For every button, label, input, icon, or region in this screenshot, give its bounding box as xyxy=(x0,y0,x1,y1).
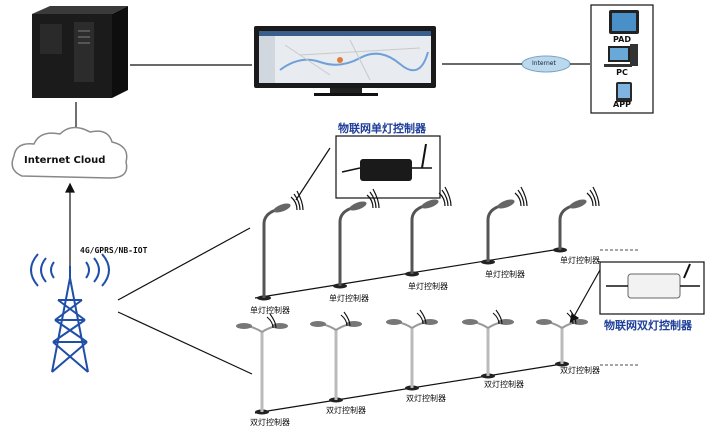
single-lamp-label: 单灯控制器 xyxy=(329,294,369,303)
single-lamp-icon xyxy=(333,188,380,289)
signal-waves-icon xyxy=(30,253,110,287)
dual-lamp-label: 双灯控制器 xyxy=(560,366,600,375)
single-lamp-icon xyxy=(257,190,304,301)
dual-lamp-icon xyxy=(310,311,362,403)
single-controller-box xyxy=(335,135,441,199)
single-lamp-icon xyxy=(481,186,528,265)
single-lamp-label: 单灯控制器 xyxy=(408,282,448,291)
dual-lamp-icon xyxy=(536,309,588,367)
server-icon xyxy=(32,6,128,98)
dual-lamp-label: 双灯控制器 xyxy=(406,394,446,403)
single-lamp-label: 单灯控制器 xyxy=(560,256,600,265)
internet-label: Internet xyxy=(532,60,556,67)
single-lamp-label: 单灯控制器 xyxy=(250,306,290,315)
dual-lamp-label: 双灯控制器 xyxy=(250,418,290,427)
internet-cloud xyxy=(11,126,128,179)
connection-lines xyxy=(65,63,640,414)
dual-lamp-icon xyxy=(386,309,438,391)
dual-lamp-icon xyxy=(462,309,514,379)
monitor-icon xyxy=(254,26,436,96)
device-pad-label: PAD xyxy=(613,35,631,44)
lamps-layer xyxy=(236,186,600,415)
cloud-label: Internet Cloud xyxy=(24,155,106,166)
single-lamp-icon xyxy=(405,186,452,277)
dual-controller-title: 物联网双灯控制器 xyxy=(604,319,692,332)
device-app-label: APP xyxy=(613,100,631,109)
single-controller-title: 物联网单灯控制器 xyxy=(338,122,426,135)
dual-lamp-label: 双灯控制器 xyxy=(326,406,366,415)
dual-lamp-icon xyxy=(236,313,288,415)
protocol-label: 4G/GPRS/NB-IOT xyxy=(80,246,148,255)
device-pc-label: PC xyxy=(616,68,628,77)
cell-tower-icon xyxy=(51,266,89,373)
dual-controller-box xyxy=(599,261,705,315)
single-lamp-label: 单灯控制器 xyxy=(485,270,525,279)
single-lamp-icon xyxy=(553,186,600,253)
dual-lamp-label: 双灯控制器 xyxy=(484,380,524,389)
device-panel xyxy=(590,4,654,114)
